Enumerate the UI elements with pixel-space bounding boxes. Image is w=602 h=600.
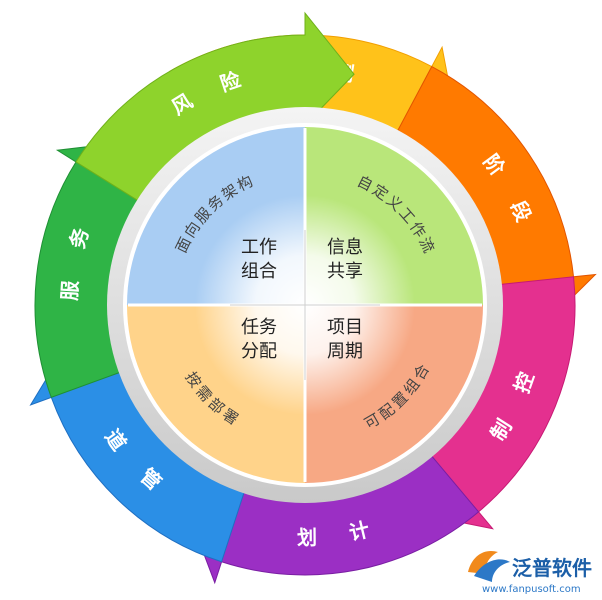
logo-url: www.fanpusoft.com	[482, 584, 581, 595]
quadrant-label-top-right-char: 自	[354, 172, 375, 195]
center-label-bottom-right: 项目	[327, 317, 363, 338]
center-label-top-right: 共享	[327, 261, 363, 282]
ring-label-fuwu-char: 服	[57, 279, 82, 301]
logo-icon	[468, 550, 510, 582]
center-label-top-left: 组合	[241, 261, 277, 282]
center-label-bottom-left: 分配	[241, 341, 277, 362]
center-label-top-left: 工作	[241, 237, 277, 258]
quadrant-label-top-left-char: 构	[234, 172, 255, 195]
quadrant-label-top-left-char: 面	[172, 234, 195, 255]
center-label-bottom-left: 任务	[241, 317, 277, 338]
logo-name: 泛普软件	[512, 556, 592, 580]
quadrant-label-top-right-char: 流	[415, 234, 438, 255]
center-label-top-right: 信息	[327, 237, 363, 258]
center-label-bottom-right: 周期	[327, 341, 363, 362]
ring-label-jihua-char: 划	[297, 525, 317, 549]
quadrant-labels: 面向服务架构自定义工作流可配置组合按需部署	[172, 172, 438, 433]
company-logo: 泛普软件 www.fanpusoft.com	[468, 550, 592, 595]
